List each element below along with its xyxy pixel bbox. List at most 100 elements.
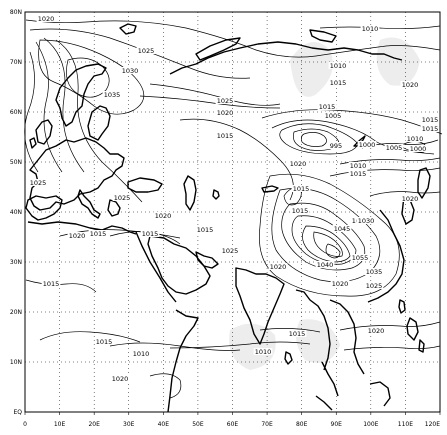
coastline-india [235,267,285,345]
coastline-borneo [369,381,391,407]
isobar-label-background [215,97,235,104]
isobar-label-background [120,67,140,74]
coastline-malaya [321,361,339,397]
isobar-label: 1020 [368,327,385,335]
isobar-1010-south [109,342,241,351]
latitude-label: 50N [10,159,22,166]
isobar-label-background [215,109,235,116]
coastline-black-sea [127,177,163,193]
isobar-label-background [112,194,132,201]
isobar-label: 1020 [402,81,419,89]
isobar-label-background [360,25,380,32]
isobar-label: 1025 [366,282,383,290]
isobar-label: 1015 [90,230,107,238]
longitude-label: 50E [192,421,204,428]
isobar-label-background [41,280,61,287]
isobar-1005-low [279,123,359,155]
coastline-japan [417,167,431,199]
isobar-label: 1020 [69,232,86,240]
isobar-label: 1025 [30,179,47,187]
isobar-label: 1005 [325,112,342,120]
isobar-label: 1000 [410,145,427,153]
isobar-1035-scandinavia [66,57,110,98]
isobar-1015-southern [149,373,182,399]
isobar-label: 1015 [217,132,234,140]
isobar-1040-high [302,225,351,263]
isobar-label: 1025 [222,247,239,255]
coastline-british-isles [29,119,53,149]
coastline-red-sea [135,231,177,303]
isobar-label-background [88,230,108,237]
isobar-label: 1045 [334,225,351,233]
isobar-label-background [420,125,440,132]
isobar-1020-high [259,173,400,297]
watermark [229,37,420,370]
isobar-label-background [350,254,370,261]
coastline-western-europe [29,137,125,211]
coastline-sumatra [315,395,333,411]
isobar-1010-north [319,25,441,30]
coastline-greece [107,199,121,217]
isobar-label: 1020 [217,109,234,117]
isobar-label-background [136,47,156,54]
coastline-taiwan [398,299,406,314]
isobar-label-background [195,226,215,233]
isobar-label-background [140,230,160,237]
isobar-label-background [400,195,420,202]
coastline-scandinavia [55,63,107,127]
isobar-label: 1020 [38,15,55,23]
isobar-1020-pacific [339,321,441,331]
isobar-label: 1030 [122,67,139,75]
isobar-label-background [328,62,348,69]
isobar-label: 1020 [155,212,172,220]
coastline-china [367,209,405,303]
isobar-label: 1010 [133,350,150,358]
isobar-label: 1035 [366,268,383,276]
coastline-arctic [169,41,403,75]
longitude-label: 70E [261,421,273,428]
isobar-1020-europe [43,37,85,173]
longitude-label: 110E [398,421,413,428]
isobar-label: 1015 [142,230,159,238]
coastline-svalbard [119,23,137,35]
isobar-label: 1010 [255,348,272,356]
isobar-label-background [348,162,368,169]
coastline-baltic [87,105,111,141]
longitude-label: 40E [158,421,170,428]
isobar-label: 1025 [217,97,234,105]
coastline-east-africa [167,309,199,413]
isobar-label-background [290,207,310,214]
isobar-1030-inner [283,187,302,206]
isobar-1010-europe [24,51,39,173]
isobar-1010-east [339,157,441,165]
isobar-label: 1015 [330,79,347,87]
isobar-label-background [253,348,273,355]
isobar-1010-india [169,341,311,349]
coastlines [25,23,431,413]
isobar-label-background [317,103,337,110]
coastline-caspian [183,175,197,211]
isobar-label-background [366,327,386,334]
coastline-indochina [329,299,365,375]
coastline-italy [77,189,101,219]
isobar-label: 1015 [319,103,336,111]
isobar-1015-bengal [259,328,321,333]
isobar-label: 1020 [112,375,129,383]
isobar-label: 1030 [358,217,375,225]
isobar-1030-north [38,39,145,115]
isobar-label: 1015 [43,280,60,288]
isobar-label: 1015 [293,185,310,193]
isobar-1045-high [313,231,343,257]
isobar-label-background [408,145,428,152]
isobar-label: 1015 [422,116,439,124]
longitude-label: 30E [123,421,135,428]
isobar-label: 1015 [292,207,309,215]
isobar-label-background [220,247,240,254]
isobar-label: 995 [330,142,342,150]
isobar-label: 1040 [317,261,334,269]
isobar-label-background [288,160,308,167]
isobar-label-background [94,338,114,345]
isobar-label-background [287,330,307,337]
